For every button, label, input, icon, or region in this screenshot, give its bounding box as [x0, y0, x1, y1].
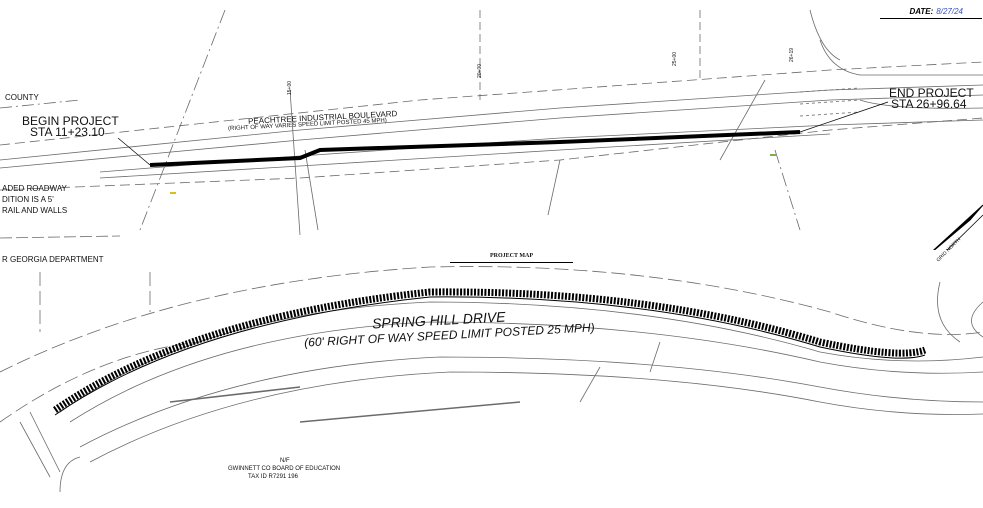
bottom-plan-view	[0, 266, 983, 493]
cross-line-d	[719, 79, 766, 161]
cross-line-c	[304, 149, 319, 231]
date-stamp: DATE:8/27/24	[909, 7, 963, 16]
roadway-note-1: ADED ROADWAY	[2, 184, 67, 193]
spring-hill-edge-4	[89, 371, 983, 463]
date-label: DATE:	[909, 7, 934, 16]
begin-leader	[117, 137, 151, 166]
station-mark-1: 15+00	[287, 80, 294, 96]
curb-return	[59, 456, 81, 493]
sidewalk-crosslines	[169, 386, 521, 423]
proposed-sidewalk-band	[53, 288, 927, 413]
station-mark-2: 20+00	[477, 63, 484, 79]
lane-stripes	[799, 87, 861, 117]
cross-line-b	[289, 89, 301, 236]
accent-mark-2	[770, 154, 776, 156]
driveway-right	[937, 281, 983, 343]
top-plan-view	[0, 9, 983, 250]
cross-line-e	[774, 149, 801, 231]
accent-mark-1	[170, 192, 176, 194]
date-underline	[880, 18, 982, 19]
end-leader	[799, 101, 889, 133]
dept-line	[0, 235, 121, 239]
driveway-left	[19, 411, 61, 478]
intersection-curve-1	[819, 39, 983, 76]
spring-hill-edge-3	[79, 356, 983, 448]
proposed-sidewalk-outline	[54, 296, 926, 416]
project-map-label: PROJECT MAP	[490, 253, 534, 259]
north-arrow-icon	[933, 204, 983, 250]
proposed-path-top	[149, 130, 801, 167]
end-project-label: END PROJECT	[889, 86, 974, 100]
begin-project-label: BEGIN PROJECT	[22, 114, 119, 128]
intersection-curve-3	[859, 99, 983, 109]
owner-line-2: GWINNETT CO BOARD OF EDUCATION	[228, 466, 341, 472]
date-value: 8/27/24	[936, 7, 963, 16]
roadway-note-3: RAIL AND WALLS	[2, 206, 68, 215]
pavement-edge-2	[0, 94, 983, 169]
spring-hill-edge-1	[59, 301, 983, 413]
station-mark-3: 25+00	[672, 51, 679, 67]
pavement-edge-4	[99, 133, 831, 179]
roadway-note-2: DITION IS A 5'	[2, 195, 54, 204]
end-station-label: STA 26+96.64	[891, 97, 967, 111]
georgia-dept-label: R GEORGIA DEPARTMENT	[2, 255, 104, 264]
side-line-2	[579, 366, 601, 403]
project-map-underline	[450, 262, 573, 263]
pavement-edge-1	[0, 84, 983, 161]
begin-station-label: STA 11+23.10	[30, 125, 105, 139]
owner-line-3: TAX ID R7291 196	[248, 474, 298, 480]
side-line-1	[649, 341, 661, 373]
cross-line-a	[139, 9, 226, 231]
county-line	[0, 99, 81, 109]
spring-hill-edge-2	[69, 321, 983, 423]
station-mark-4: 26+19	[789, 47, 796, 63]
cross-line-h	[547, 159, 561, 216]
intersection-curve-2	[809, 9, 841, 61]
county-label: COUNTY	[5, 93, 39, 102]
row-line-north	[0, 61, 983, 146]
owner-line-1: N/F	[280, 458, 290, 464]
spring-hill-row-north	[0, 266, 983, 373]
